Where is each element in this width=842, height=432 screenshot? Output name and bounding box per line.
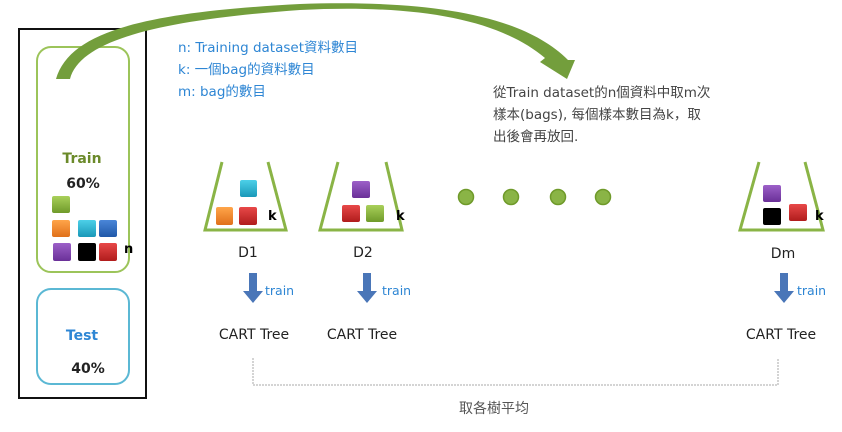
n-label: n	[124, 242, 134, 257]
bag-name: D2	[353, 245, 373, 261]
bag-name: D1	[238, 245, 258, 261]
cart-tree-label: CART Tree	[218, 327, 290, 343]
legend: n: Training dataset資料數目 k: 一個bag的資料數目 m:…	[178, 37, 358, 103]
legend-n: n: Training dataset資料數目	[178, 40, 358, 56]
legend-k: k: 一個bag的資料數目	[178, 62, 315, 78]
bucket-dm	[738, 161, 825, 232]
cart-tree-label: CART Tree	[745, 327, 817, 343]
legend-m: m: bag的數目	[178, 84, 266, 100]
train-label-small: train	[797, 283, 827, 298]
description-line: 樣本(bags), 每個樣本數目為k，取	[493, 107, 701, 123]
dataset-frame	[18, 28, 147, 399]
bag-size-k: k	[396, 209, 405, 224]
aggregate-label: 取各樹平均	[459, 401, 529, 417]
test-label: Test	[65, 328, 99, 344]
train-label: Train	[62, 151, 102, 167]
sampling-arrow	[56, 3, 575, 79]
train-data-cubes	[52, 196, 117, 261]
test-box	[36, 288, 130, 385]
bucket-d2	[318, 161, 404, 232]
train-arrows	[243, 273, 794, 303]
bucket-d1	[203, 161, 288, 232]
description-line: 從Train dataset的n個資料中取m次	[493, 85, 711, 101]
bag-size-k: k	[815, 209, 824, 224]
aggregate-bracket	[252, 358, 779, 386]
train-label-small: train	[265, 283, 295, 298]
bag-name: Dm	[770, 246, 796, 262]
sampling-description: 從Train dataset的n個資料中取m次 樣本(bags), 每個樣本數目…	[493, 82, 710, 148]
train-label-small: train	[382, 283, 412, 298]
ellipsis-dots	[457, 188, 612, 206]
test-percent: 40%	[71, 361, 105, 377]
train-percent: 60%	[66, 176, 100, 192]
bag-size-k: k	[268, 209, 277, 224]
cart-tree-label: CART Tree	[326, 327, 398, 343]
description-line: 出後會再放回.	[493, 129, 579, 145]
